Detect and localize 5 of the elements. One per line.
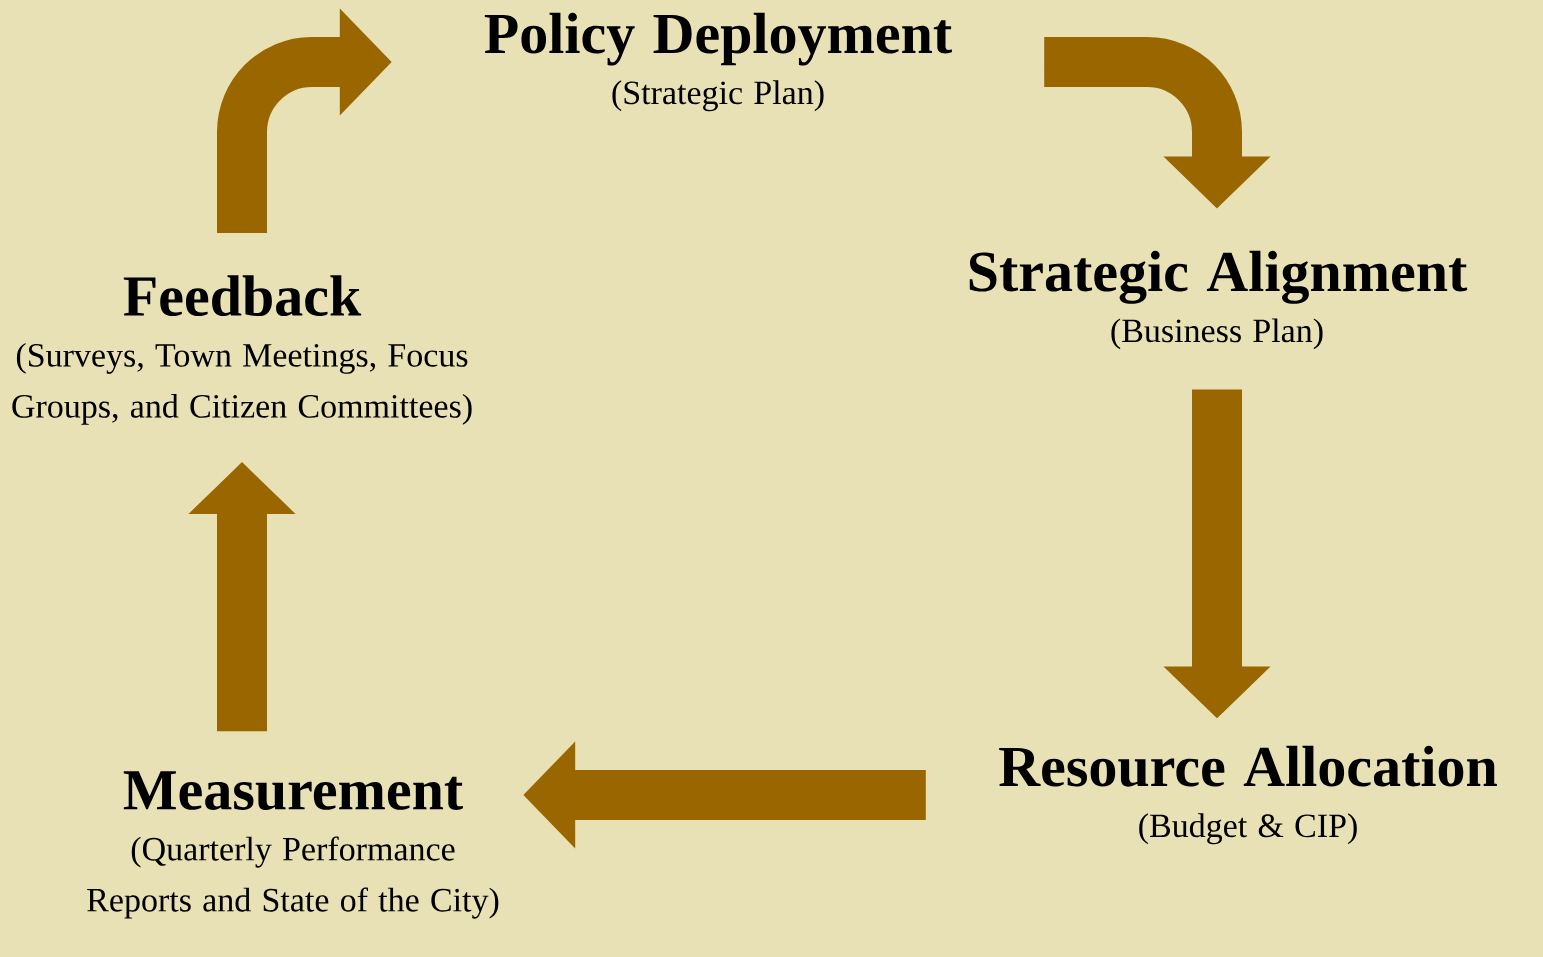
- step-label: Measurement (Quarterly Performance Reports and State of the City): [87, 771, 499, 919]
- step-label: Resource Allocation (Budget & CIP): [999, 745, 1497, 845]
- step-label: Policy Deployment (Strategic Plan): [484, 12, 952, 112]
- step-label: Feedback (Surveys, Town Meetings, Focus Groups, and Citizen Committees): [12, 275, 472, 425]
- step-label: Strategic Alignment (Business Plan): [969, 250, 1468, 350]
